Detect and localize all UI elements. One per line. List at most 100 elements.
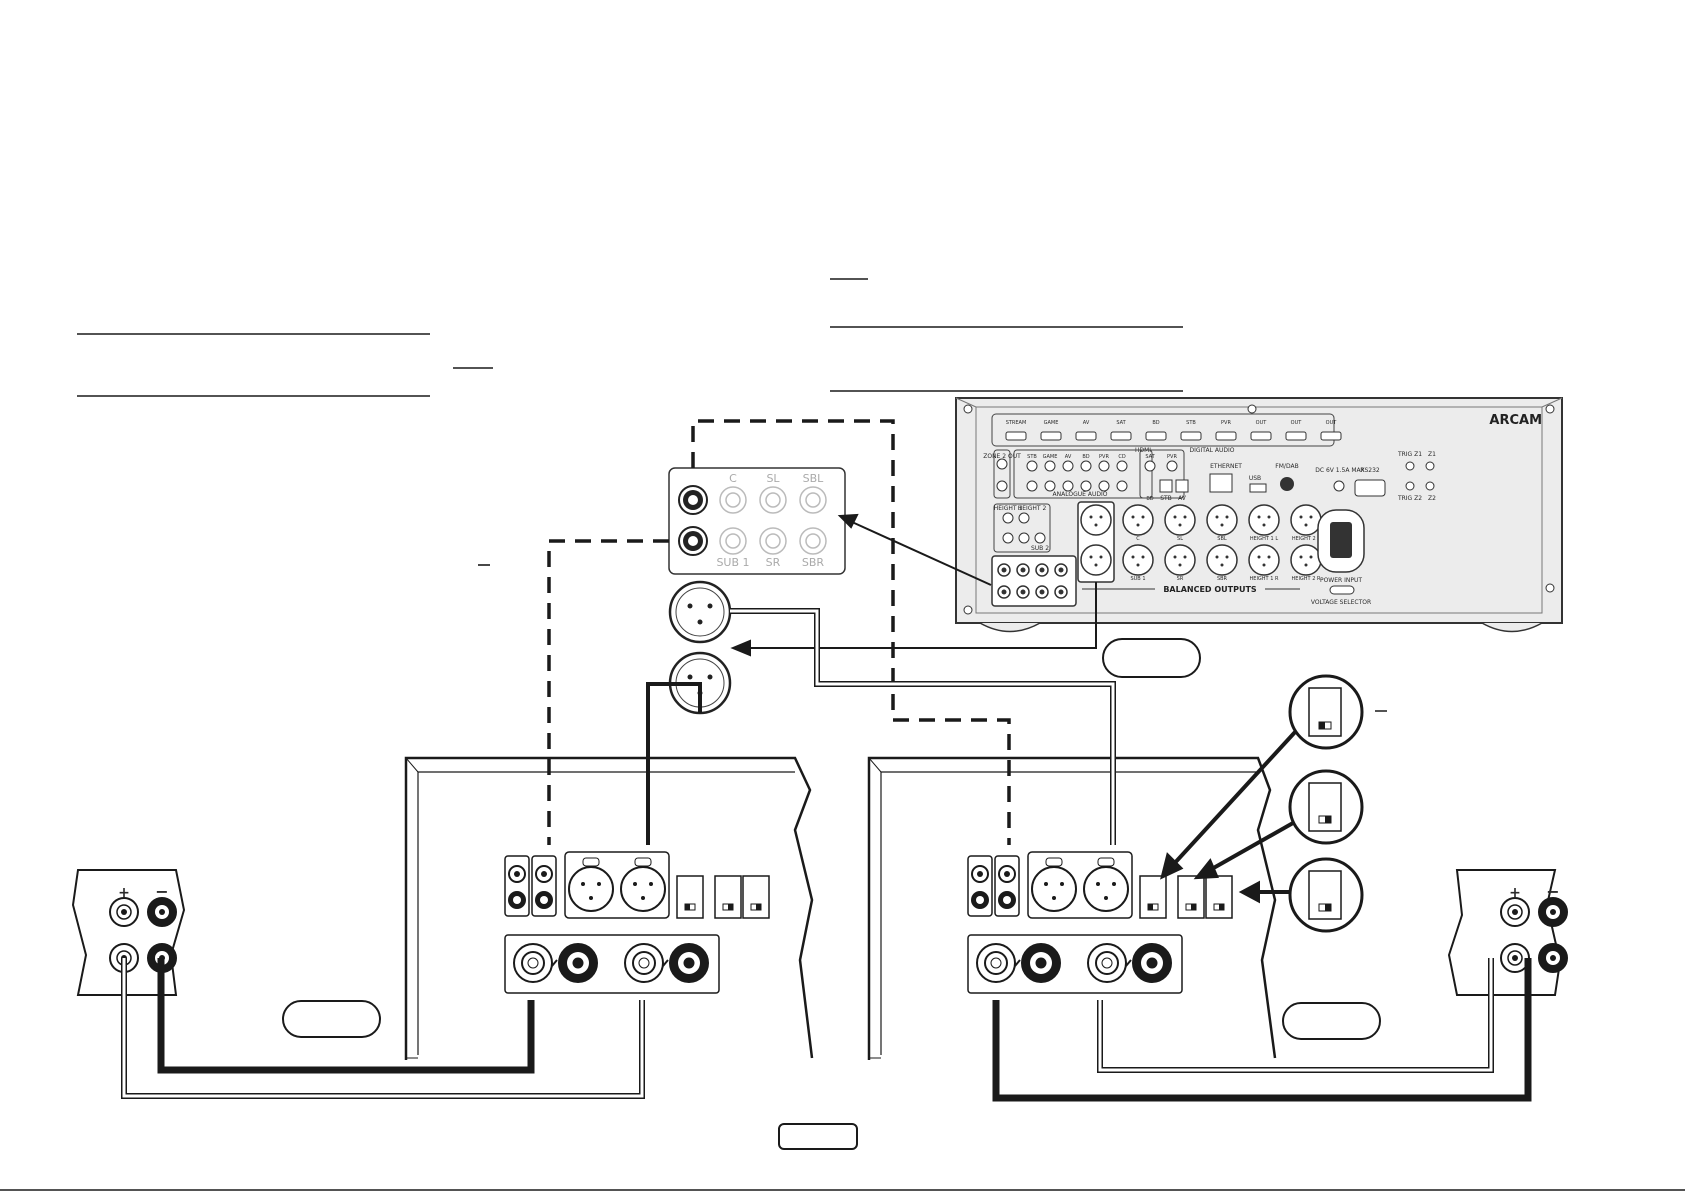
xlr-pin xyxy=(1309,555,1313,559)
amp-bridge-mark xyxy=(1014,959,1021,967)
amp-xlr-latch xyxy=(1045,857,1063,867)
amp-switch-toggle xyxy=(728,904,733,910)
amp-rca-pin xyxy=(540,896,548,904)
speaker-terminal-hole xyxy=(1550,955,1556,961)
hdmi-port-label: OUT xyxy=(1291,420,1303,426)
xlr-pin xyxy=(1215,515,1219,519)
preout-rca-pin xyxy=(1020,589,1026,595)
rca-jack xyxy=(1080,480,1092,492)
amp-terminal-hole xyxy=(990,957,1002,969)
rs232-port xyxy=(1354,479,1386,497)
preout-rca-pin xyxy=(1001,567,1007,573)
amp-xlr-latch xyxy=(634,857,652,867)
speaker-panel xyxy=(1447,869,1562,996)
digital-input-label: SAT xyxy=(1145,454,1155,460)
height1-label: HEIGHT 1 xyxy=(994,505,1023,512)
rca-jack xyxy=(1098,480,1110,492)
switch-callouts xyxy=(1288,674,1387,933)
amp-dip-switch xyxy=(1139,875,1167,919)
xlr-label-top: C xyxy=(1136,536,1140,542)
xlr-pin xyxy=(1220,563,1224,567)
amp-right-input-output-panel xyxy=(967,851,1233,994)
xlr-pin xyxy=(1099,555,1103,559)
preout-rca-pin xyxy=(1020,567,1026,573)
digital-audio-label: DIGITAL AUDIO xyxy=(1190,447,1235,454)
amp-bridge-mark xyxy=(1125,959,1132,967)
xlr-output xyxy=(1290,504,1322,536)
speaker-cables-right xyxy=(992,958,1532,1102)
hdmi-port xyxy=(1180,431,1202,441)
xlr-pin xyxy=(1173,555,1177,559)
speaker-terminal-hole xyxy=(121,909,127,915)
hdmi-port-label: PVR xyxy=(1221,420,1231,426)
dc-label: DC 6V 1.5A MAX xyxy=(1315,467,1365,474)
height-inputs xyxy=(1002,512,1046,544)
amp-rca-pin xyxy=(1003,896,1011,904)
amp-xlr-pin xyxy=(1052,896,1056,900)
analogue-input-label: PVR xyxy=(1099,454,1109,460)
callout-bubble-amp-right xyxy=(1282,1002,1381,1040)
xlr-label-bottom: HEIGHT 2 R xyxy=(1292,576,1321,582)
xlr-pin xyxy=(1183,515,1187,519)
xlr-pin xyxy=(1225,515,1229,519)
rca-jack xyxy=(996,480,1008,492)
hdmi-port-label: OUT xyxy=(1256,420,1268,426)
amp-rca-pin xyxy=(1004,871,1010,877)
preout-rca-pin xyxy=(1039,589,1045,595)
hdmi-port-label: GAME xyxy=(1044,420,1059,426)
height2-label: HEIGHT 2 xyxy=(1018,505,1047,512)
speaker-minus-label: − xyxy=(1546,882,1559,901)
bank-label-sl: SL xyxy=(766,472,780,485)
amp-terminal-hole xyxy=(1035,957,1047,969)
bank-label-c: C xyxy=(729,472,737,485)
amp-switch-toggle xyxy=(685,904,690,910)
analogue-audio-label: ANALOGUE AUDIO xyxy=(1053,491,1108,498)
speaker-terminal-hole xyxy=(159,909,165,915)
xlr-output xyxy=(1290,544,1322,576)
callout-bubble-amp-left xyxy=(282,1000,381,1038)
hdmi-port-label: OUT xyxy=(1326,420,1338,426)
xlr-output xyxy=(1248,544,1280,576)
xlr-output xyxy=(1122,544,1154,576)
xlr-pin xyxy=(1220,523,1224,527)
xlr-pin xyxy=(1131,515,1135,519)
page-number-box xyxy=(778,1123,858,1150)
hdmi-port-label: STREAM xyxy=(1006,420,1027,426)
amp-xlr-pin xyxy=(1104,896,1108,900)
hdmi-port xyxy=(1005,431,1027,441)
optical-av-label: AV xyxy=(1178,495,1187,502)
hdmi-port-label: SAT xyxy=(1116,420,1126,426)
amp-dip-switch xyxy=(676,875,704,919)
fm-dab-label: FM/DAB xyxy=(1275,463,1298,470)
ethernet-port xyxy=(1209,473,1233,493)
zone2-out-label: ZONE 2 OUT xyxy=(983,453,1021,460)
hdmi-port xyxy=(1145,431,1167,441)
power-label: POWER INPUT xyxy=(1320,577,1362,584)
amp-switch-toggle xyxy=(756,904,761,910)
rca-dashed-cables xyxy=(547,419,1011,845)
amp-rca-pin xyxy=(976,896,984,904)
amp-bridge-mark xyxy=(551,959,558,967)
amp-xlr-pin xyxy=(641,896,645,900)
xlr-output xyxy=(1080,504,1112,536)
analogue-input-label: GAME xyxy=(1043,454,1058,460)
xlr-pin xyxy=(1304,563,1308,567)
amp-terminal-hole xyxy=(683,957,695,969)
preout-rca-pin xyxy=(1039,567,1045,573)
sub2-label: SUB 2 xyxy=(1031,545,1049,552)
xlr-pin xyxy=(1309,515,1313,519)
trig-z1-label: TRIG Z1 xyxy=(1397,451,1422,458)
amp-terminal-hole xyxy=(1146,957,1158,969)
ethernet-label: ETHERNET xyxy=(1210,463,1242,470)
speaker-terminal-hole xyxy=(1512,955,1518,961)
xlr-output xyxy=(1080,544,1112,576)
preout-left-jack xyxy=(678,485,708,515)
amp-xlr-pin xyxy=(1060,882,1064,886)
amp-rca-pin xyxy=(513,896,521,904)
amp-left-input-output-panel xyxy=(504,851,770,994)
trig-z2b-label: Z2 xyxy=(1428,495,1436,502)
hdmi-port xyxy=(1040,431,1062,441)
amp-switch-toggle xyxy=(1148,904,1153,910)
rca-jack xyxy=(1080,460,1092,472)
